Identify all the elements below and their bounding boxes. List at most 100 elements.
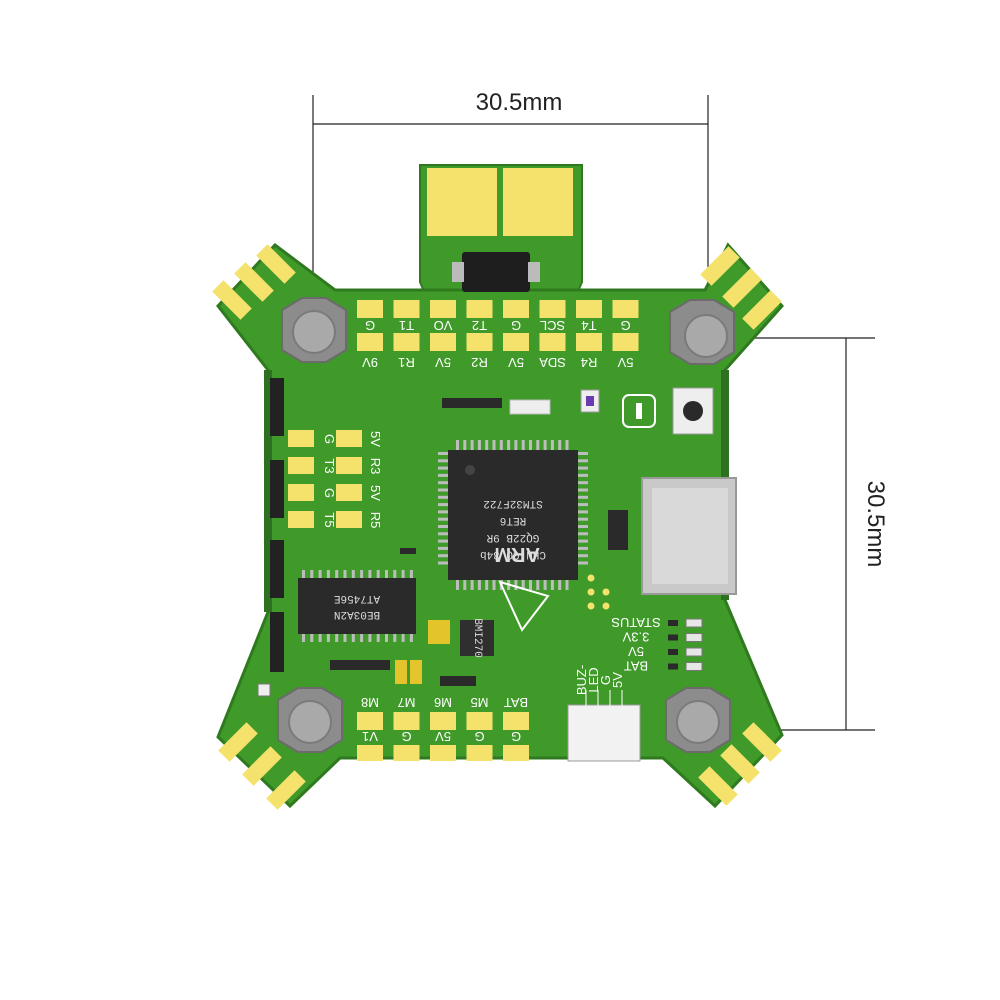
left-pad-label-a: G <box>322 488 337 498</box>
gyro-label: BMI270 <box>471 618 483 658</box>
osd-label-line1: BE03A2N <box>334 608 380 620</box>
left-pad <box>288 484 314 501</box>
header-pad <box>503 333 529 351</box>
led-label: 3.3V <box>622 630 649 645</box>
mcu-label-line1: CHN GQ 34b <box>480 548 546 560</box>
header-pad <box>393 712 420 730</box>
bottom-header-lower-label: G <box>474 729 484 744</box>
left-pad <box>288 511 314 528</box>
left-side-connectors <box>270 378 284 672</box>
dimension-horizontal: 30.5mm <box>312 89 709 320</box>
mcu-chip: CHN GQ 34b GQ22B 9R RET6 STM32F722 ARM <box>438 440 588 590</box>
top-header-upper-label: G <box>511 318 521 333</box>
left-pad <box>336 511 362 528</box>
mount-screw-bottom-right <box>665 687 731 753</box>
left-pad <box>288 430 314 447</box>
corner-pads-top-left <box>212 244 296 320</box>
top-header-upper-label: T2 <box>472 318 487 333</box>
header-pad <box>357 745 383 761</box>
left-pad-label-a: T5 <box>322 512 337 527</box>
top-header-upper-label: T4 <box>581 318 596 333</box>
bottom-header-upper-label: BAT <box>504 695 528 710</box>
left-pad-label-b: R5 <box>368 512 383 529</box>
top-header-upper-label: G <box>620 318 630 333</box>
bottom-header-lower-label: V1 <box>362 729 378 744</box>
led-label: STATUS <box>611 615 661 630</box>
top-header-upper-label: T1 <box>399 318 414 333</box>
header-pad <box>393 300 420 318</box>
corner-pads-bottom-left <box>218 722 306 810</box>
bottom-header-lower-label: 5V <box>435 729 451 744</box>
top-header-lower-label: 5V <box>617 355 633 370</box>
bottom-header-upper-label: M8 <box>361 695 379 710</box>
header-pad <box>430 712 456 730</box>
power-pads <box>427 168 573 292</box>
header-pad <box>466 333 493 351</box>
header-pad <box>357 333 383 351</box>
left-pad-label-a: T3 <box>322 458 337 473</box>
left-pad-label-a: G <box>322 434 337 444</box>
left-pad <box>336 484 362 501</box>
side-connector <box>270 378 284 436</box>
bottom-header-upper-label: M7 <box>397 695 415 710</box>
top-header-lower-label: 5V <box>435 355 451 370</box>
header-pad <box>430 745 456 761</box>
header-pad <box>503 300 529 318</box>
buzzer-label: LED <box>586 667 601 692</box>
left-pad <box>336 457 362 474</box>
power-pad <box>427 168 497 236</box>
mount-screw-top-right <box>669 299 735 365</box>
mcu-label-line3: RET6 <box>500 514 526 526</box>
mount-screw-bottom-left <box>277 687 343 753</box>
top-header-upper-label: SCL <box>540 318 565 333</box>
header-pad <box>357 300 383 318</box>
bottom-header-upper-label: M6 <box>434 695 452 710</box>
bottom-header-lower-label: G <box>401 729 411 744</box>
led <box>685 647 703 657</box>
side-connector <box>270 540 284 598</box>
mcu-label-line4: STM32F722 <box>483 497 542 509</box>
top-header-lower-label: R1 <box>398 355 415 370</box>
left-pad <box>336 430 362 447</box>
bottom-header-upper-label: M5 <box>470 695 488 710</box>
header-pad <box>466 300 493 318</box>
top-header-lower-label: R4 <box>581 355 598 370</box>
buzzer-label: BUZ- <box>574 665 589 695</box>
led-label: BAT <box>624 659 648 674</box>
left-pad-label-b: R3 <box>368 458 383 475</box>
header-pad <box>539 300 566 318</box>
header-pad <box>393 745 420 761</box>
header-pad <box>430 300 456 318</box>
usb-c-port[interactable] <box>641 477 737 595</box>
buzzer-label: 5V <box>610 672 625 688</box>
orientation-arrow-icon <box>498 580 550 632</box>
header-pad <box>612 300 639 318</box>
led <box>685 633 703 642</box>
side-connector <box>270 460 284 518</box>
header-pad <box>576 300 602 318</box>
led <box>685 618 703 628</box>
header-pad <box>576 333 602 351</box>
header-pad <box>430 333 456 351</box>
led-label: 5V <box>628 644 644 659</box>
left-pad-label-b: 5V <box>368 485 383 501</box>
left-pad <box>288 457 314 474</box>
boot-button[interactable] <box>672 387 714 435</box>
header-pad <box>612 333 639 351</box>
header-pad <box>539 333 566 351</box>
top-header-lower-label: SDA <box>539 355 566 370</box>
dimension-horizontal-label: 30.5mm <box>476 89 563 116</box>
dimension-vertical-label: 30.5mm <box>862 481 889 568</box>
arm-logo-icon: ARM <box>494 543 540 565</box>
osd-chip: BE03A2N AT7456E <box>298 570 416 642</box>
osd-label-line2: AT7456E <box>334 592 381 604</box>
corner-pads-top-right <box>700 246 782 330</box>
buzzer-label: G <box>598 675 613 685</box>
header-pad <box>466 745 493 761</box>
